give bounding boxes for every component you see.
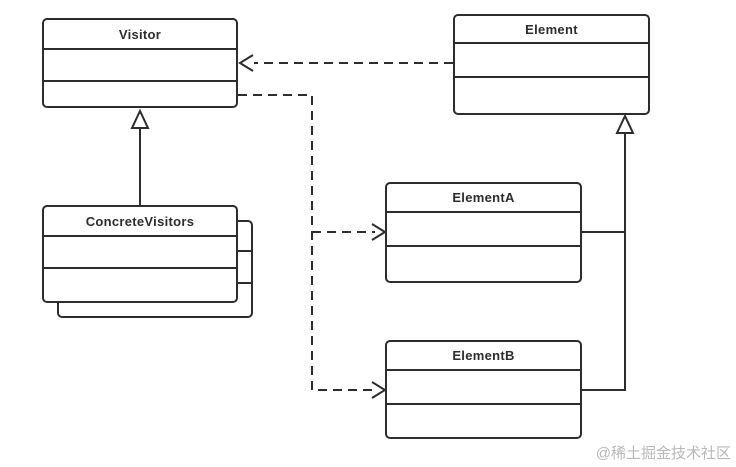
class-element-a-name: ElementA xyxy=(452,190,515,205)
class-element-methods xyxy=(455,76,648,113)
class-concrete-visitors-attributes xyxy=(44,235,236,267)
class-element-attributes xyxy=(455,42,648,76)
open-arrowhead-at-visitor-icon xyxy=(238,54,254,72)
dependency-visitor-trunk-line xyxy=(238,94,375,391)
class-element-b-attributes xyxy=(387,369,580,403)
class-element-title: Element xyxy=(455,16,648,42)
class-visitor-name: Visitor xyxy=(118,26,162,42)
open-arrowhead-at-elementb-icon xyxy=(371,381,387,399)
generalization-elements-to-element-line xyxy=(582,133,626,391)
class-element-a-attributes xyxy=(387,211,580,245)
class-element-a: ElementA xyxy=(385,182,582,283)
class-concrete-visitors-name: ConcreteVisitors xyxy=(85,213,195,229)
class-concrete-visitors-methods xyxy=(44,267,236,301)
class-concrete-visitors-title: ConcreteVisitors xyxy=(44,207,236,235)
class-visitor-methods xyxy=(44,80,236,106)
class-element-a-title: ElementA xyxy=(387,184,580,211)
class-element-b-title: ElementB xyxy=(387,342,580,369)
class-visitor-attributes xyxy=(44,48,236,80)
class-element-b-methods xyxy=(387,403,580,437)
hollow-triangle-at-element-icon xyxy=(615,113,635,134)
class-element-b-name: ElementB xyxy=(452,348,515,363)
class-concrete-visitors: ConcreteVisitors xyxy=(42,205,238,303)
class-element-name: Element xyxy=(525,21,578,37)
class-element-a-methods xyxy=(387,245,580,281)
class-element: Element xyxy=(453,14,650,115)
watermark-text: @稀土掘金技术社区 xyxy=(595,445,731,462)
class-visitor-title: Visitor xyxy=(44,20,236,48)
class-visitor: Visitor xyxy=(42,18,238,108)
hollow-triangle-at-visitor-icon xyxy=(130,108,150,129)
class-element-b: ElementB xyxy=(385,340,582,439)
